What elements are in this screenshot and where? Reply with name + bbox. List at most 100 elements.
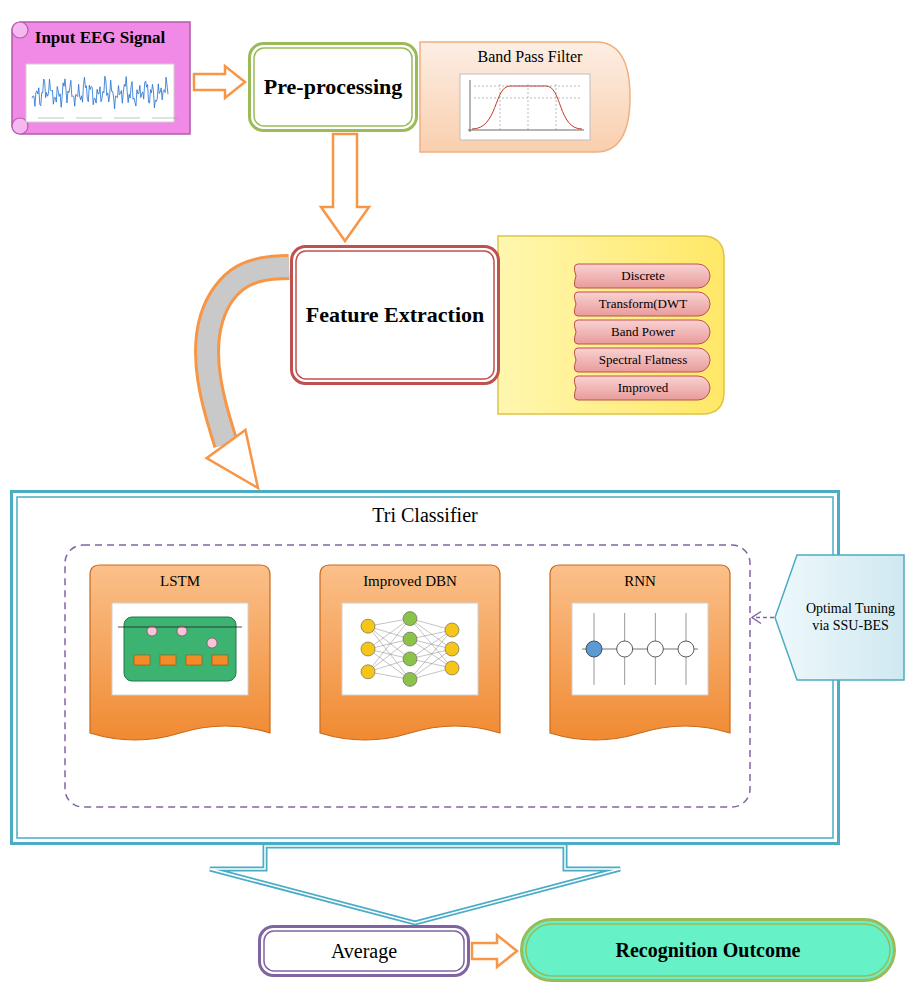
inner-border [17, 497, 833, 838]
network-unit [361, 665, 375, 679]
freq-marker [500, 84, 501, 130]
pill-body [574, 292, 710, 316]
icon-frame [342, 603, 478, 695]
node-label: LSTM [160, 573, 200, 590]
level-line [474, 98, 580, 99]
curved-arrow-edge [207, 267, 289, 444]
network-unit [445, 623, 459, 637]
network-unit [361, 619, 375, 633]
flow-connector [321, 134, 369, 241]
filter-scroll: Band Pass Filter [420, 42, 630, 152]
curved-arrow-body [207, 267, 289, 444]
pill-body [574, 348, 710, 372]
inner-border [526, 924, 890, 976]
big-arrow-outline [210, 846, 620, 923]
flow-connector [194, 66, 245, 98]
inner-border [254, 48, 412, 126]
waveform-frame [26, 64, 174, 122]
gate-block [160, 655, 176, 665]
recurrent-unit [678, 641, 694, 657]
flow-connector [752, 612, 774, 624]
plot-frame [460, 74, 590, 140]
axis-tick [152, 118, 178, 119]
node-label: Input EEG Signal [35, 28, 165, 48]
feature-list-panel [498, 236, 724, 414]
network-unit [403, 672, 417, 686]
node-label: Improved [618, 381, 669, 396]
network-unit [445, 661, 459, 675]
outer-border [292, 247, 499, 384]
flow-connector [210, 846, 620, 923]
process-box: Pre-processing [248, 42, 418, 132]
network-unit [403, 612, 417, 626]
cell-line [118, 627, 242, 628]
node-label: Transform(DWT [599, 297, 687, 312]
outer-border [250, 44, 417, 131]
network-unit [403, 632, 417, 646]
pill-body [574, 320, 710, 344]
network-link [410, 649, 452, 679]
feature-item: Band Power [572, 320, 710, 344]
axis-tick [76, 118, 102, 119]
open-arrow-head [752, 612, 761, 624]
arrow-head [207, 430, 258, 488]
recurrent-unit [617, 641, 633, 657]
icon-frame [572, 603, 708, 695]
filter-illustration [460, 74, 590, 140]
inner-border [264, 931, 464, 971]
flow-connector [207, 267, 289, 488]
axis-tick [38, 118, 64, 119]
passband-curve [472, 86, 582, 129]
eeg-illustration [26, 64, 178, 122]
feature-item: Discrete [572, 264, 710, 288]
lstm-cell [124, 617, 236, 681]
big-arrow-inner-line [210, 846, 620, 923]
scroll-body [12, 22, 190, 134]
block-arrow [194, 66, 245, 98]
recurrent-unit [586, 641, 602, 657]
gate-op [207, 638, 217, 648]
node-label: Average [331, 940, 397, 963]
outcome-terminal: Recognition Outcome [520, 918, 896, 982]
pill-body [574, 376, 710, 400]
level-line [474, 86, 580, 87]
dashed-link [752, 617, 774, 619]
network-unit [361, 642, 375, 656]
feature-item: Transform(DWT [572, 292, 710, 316]
scroll-curl [12, 22, 28, 38]
node-label: Improved DBN [363, 573, 457, 590]
node-label: RNN [624, 573, 656, 590]
gate-block [134, 655, 150, 665]
classifier-card-outline [550, 565, 730, 747]
flow-connector [472, 935, 517, 967]
plot-axis [468, 130, 584, 131]
classifier-card-outline [320, 565, 500, 747]
node-label: Discrete [621, 269, 664, 284]
axis-tick [114, 118, 140, 119]
gate-block [186, 655, 202, 665]
node-label: Recognition Outcome [616, 939, 801, 962]
card-body [90, 565, 270, 740]
process-box: Feature Extraction [290, 245, 500, 385]
outer-border [12, 492, 839, 844]
recurrent-unit [647, 641, 663, 657]
node-label: Pre-processing [264, 74, 403, 99]
dbn-illustration [342, 603, 478, 695]
tab-body [420, 42, 630, 152]
card-body [320, 565, 500, 740]
node-label: Spectral Flatness [599, 353, 687, 368]
node-label: Optimal Tuning via SSU-BES [801, 601, 900, 633]
input-scroll: Input EEG Signal [8, 18, 192, 138]
node-label: Band Power [611, 325, 675, 340]
node-label: Tri Classifier [372, 504, 477, 527]
gate-block [212, 655, 228, 665]
classifier-card: LSTM [90, 565, 270, 747]
plot-axis [470, 80, 471, 132]
pointer-body [775, 555, 904, 680]
gate-op [147, 626, 157, 636]
freq-marker [556, 84, 557, 130]
eeg-waveform [32, 76, 168, 109]
freq-marker [528, 84, 529, 130]
